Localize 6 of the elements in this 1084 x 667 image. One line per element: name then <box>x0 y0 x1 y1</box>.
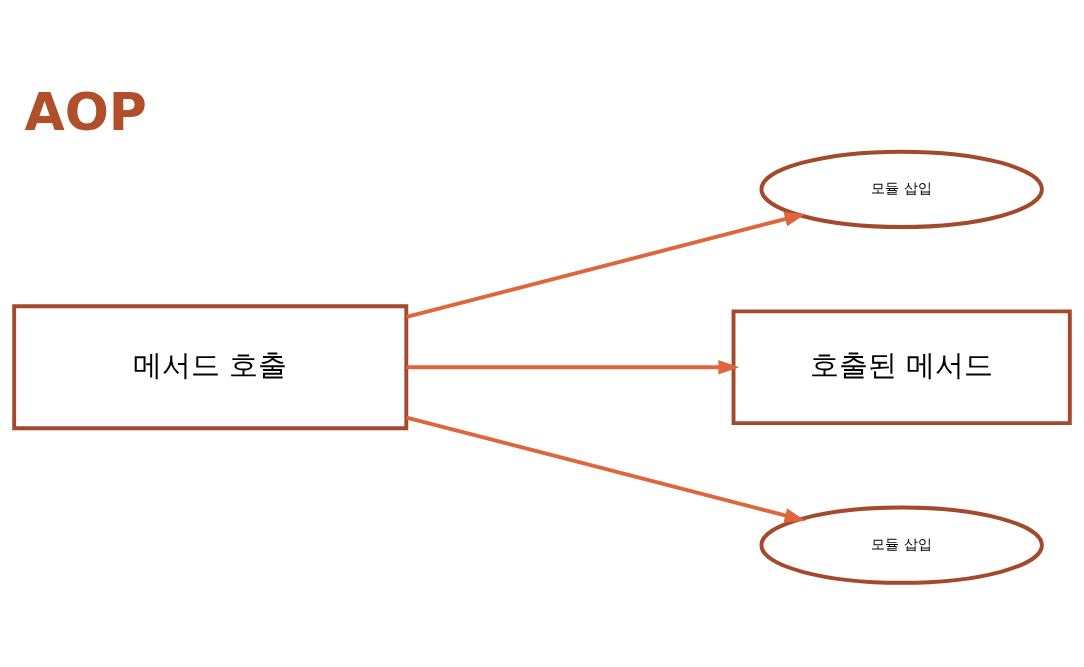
node-box: 메서드 호출 <box>12 304 409 431</box>
arrow <box>406 212 806 319</box>
diagram-title: AOP <box>24 81 147 142</box>
node-box: 호출된 메서드 <box>731 309 1072 426</box>
arrow <box>406 415 806 523</box>
arrow <box>406 359 740 375</box>
